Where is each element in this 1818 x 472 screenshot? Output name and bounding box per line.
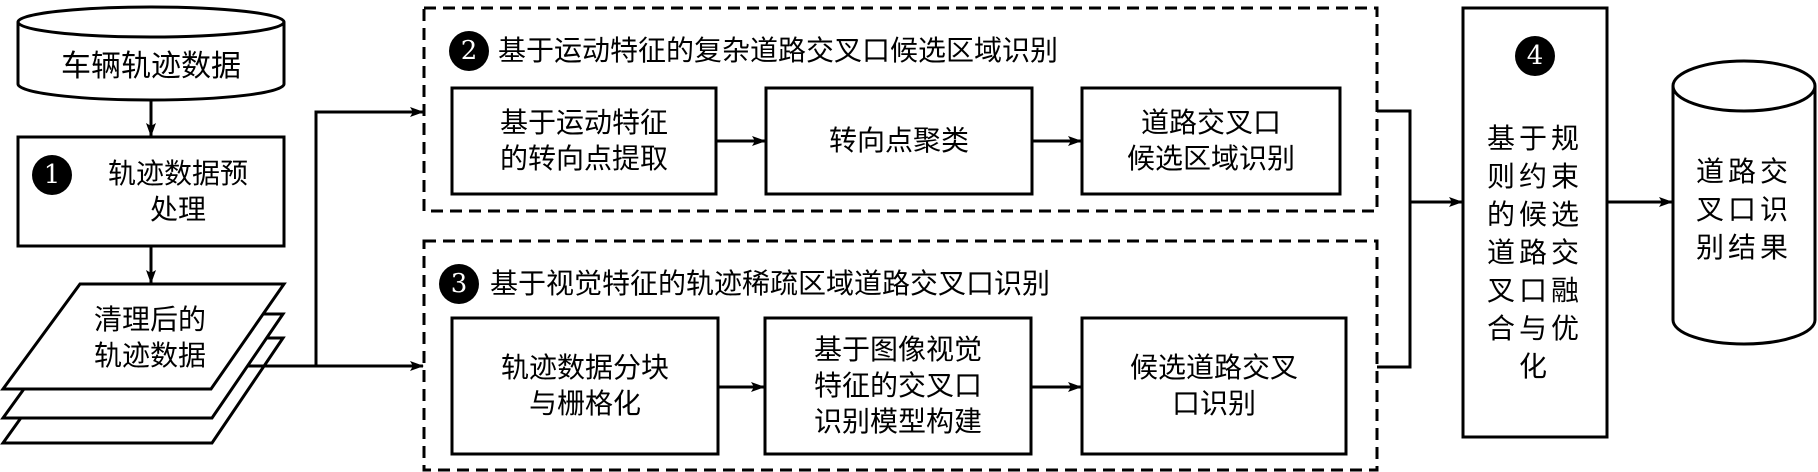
step2-box-1-line: 的转向点提取 (499, 142, 668, 175)
step2-box-2 (764, 86, 1034, 196)
step2-box-1-line: 基于运动特征 (499, 106, 668, 139)
input-database-text: 车辆轨迹数据 (61, 49, 241, 84)
step1-number-badge: 1 (32, 155, 72, 195)
cleaned-data-label: 清理后的 轨迹数据 (55, 290, 245, 385)
step3-box-1 (450, 316, 720, 456)
step2-box-2-label: 转向点聚类 (766, 88, 1032, 194)
step2-box-1 (450, 86, 718, 196)
step4-label-line: 叉口融 (1486, 274, 1583, 307)
step3-number-badge: 3 (439, 264, 479, 304)
step2-box-3-line: 候选区域识别 (1126, 142, 1295, 175)
step3-box-3-line: 口识别 (1171, 387, 1256, 420)
step3-box-1-line: 轨迹数据分块 (500, 351, 669, 384)
step4-box (1461, 6, 1609, 439)
step2-box-3-label: 道路交叉口 候选区域识别 (1082, 88, 1340, 194)
step3-box-1-line: 与栅格化 (528, 387, 641, 420)
cleaned-data-label-line: 清理后的 (93, 302, 206, 336)
input-database-label: 车辆轨迹数据 (18, 42, 284, 92)
output-database-label-line: 叉口识 (1695, 193, 1792, 226)
step4-number-badge: 4 (1515, 36, 1555, 76)
step3-box-3-line: 候选道路交叉 (1129, 351, 1298, 384)
step3-box-3 (1080, 316, 1348, 456)
step3-title: 基于视觉特征的轨迹稀疏区域道路交叉口识别 (490, 267, 1051, 300)
step4-label-line: 合与优 (1486, 312, 1583, 345)
step3-box-2-label: 基于图像视觉 特征的交叉口 识别模型构建 (765, 318, 1031, 454)
output-database-label-line: 别结果 (1695, 231, 1792, 264)
step4-label-line: 基于规 (1486, 122, 1583, 155)
output-database-label: 道路交 叉口识 别结果 (1673, 150, 1815, 270)
step1-label-line: 轨迹数据预 (107, 157, 248, 190)
step3-box-3-label: 候选道路交叉 口识别 (1082, 318, 1346, 454)
cleaned-data-stack (0, 282, 287, 445)
step3-box-1-label: 轨迹数据分块 与栅格化 (452, 318, 718, 454)
step4-label-line: 化 (1518, 350, 1551, 383)
merge-bracket (1377, 109, 1412, 369)
step3-box-2-line: 特征的交叉口 (813, 369, 982, 402)
cleaned-data-label-line: 轨迹数据 (93, 338, 206, 372)
step2-box-3 (1080, 86, 1342, 196)
step3-box-2-line: 识别模型构建 (813, 405, 982, 438)
connector-cleaned-to-step2 (247, 107, 424, 368)
step3-dashed-group (422, 239, 1379, 472)
step2-number-badge: 2 (449, 31, 489, 71)
step1-label: 轨迹数据预 处理 (78, 140, 278, 244)
step4-label-line: 的候选 (1486, 198, 1583, 231)
step4-label-line: 则约束 (1486, 160, 1583, 193)
step2-title: 基于运动特征的复杂道路交叉口候选区域识别 (498, 34, 1059, 67)
step1-label-line: 处理 (149, 193, 206, 226)
step2-box-3-line: 道路交叉口 (1140, 106, 1281, 139)
step4-label-line: 道路交 (1486, 236, 1583, 269)
step3-box-2-line: 基于图像视觉 (813, 333, 982, 366)
step3-box-2 (763, 316, 1033, 456)
step4-label: 基于规 则约束 的候选 道路交 叉口融 合与优 化 (1463, 120, 1607, 390)
step2-box-2-line: 转向点聚类 (828, 124, 969, 157)
input-database-cylinder (16, 5, 286, 102)
step2-box-1-label: 基于运动特征 的转向点提取 (452, 88, 716, 194)
output-database-label-line: 道路交 (1695, 155, 1792, 188)
output-database-cylinder (1671, 59, 1817, 346)
